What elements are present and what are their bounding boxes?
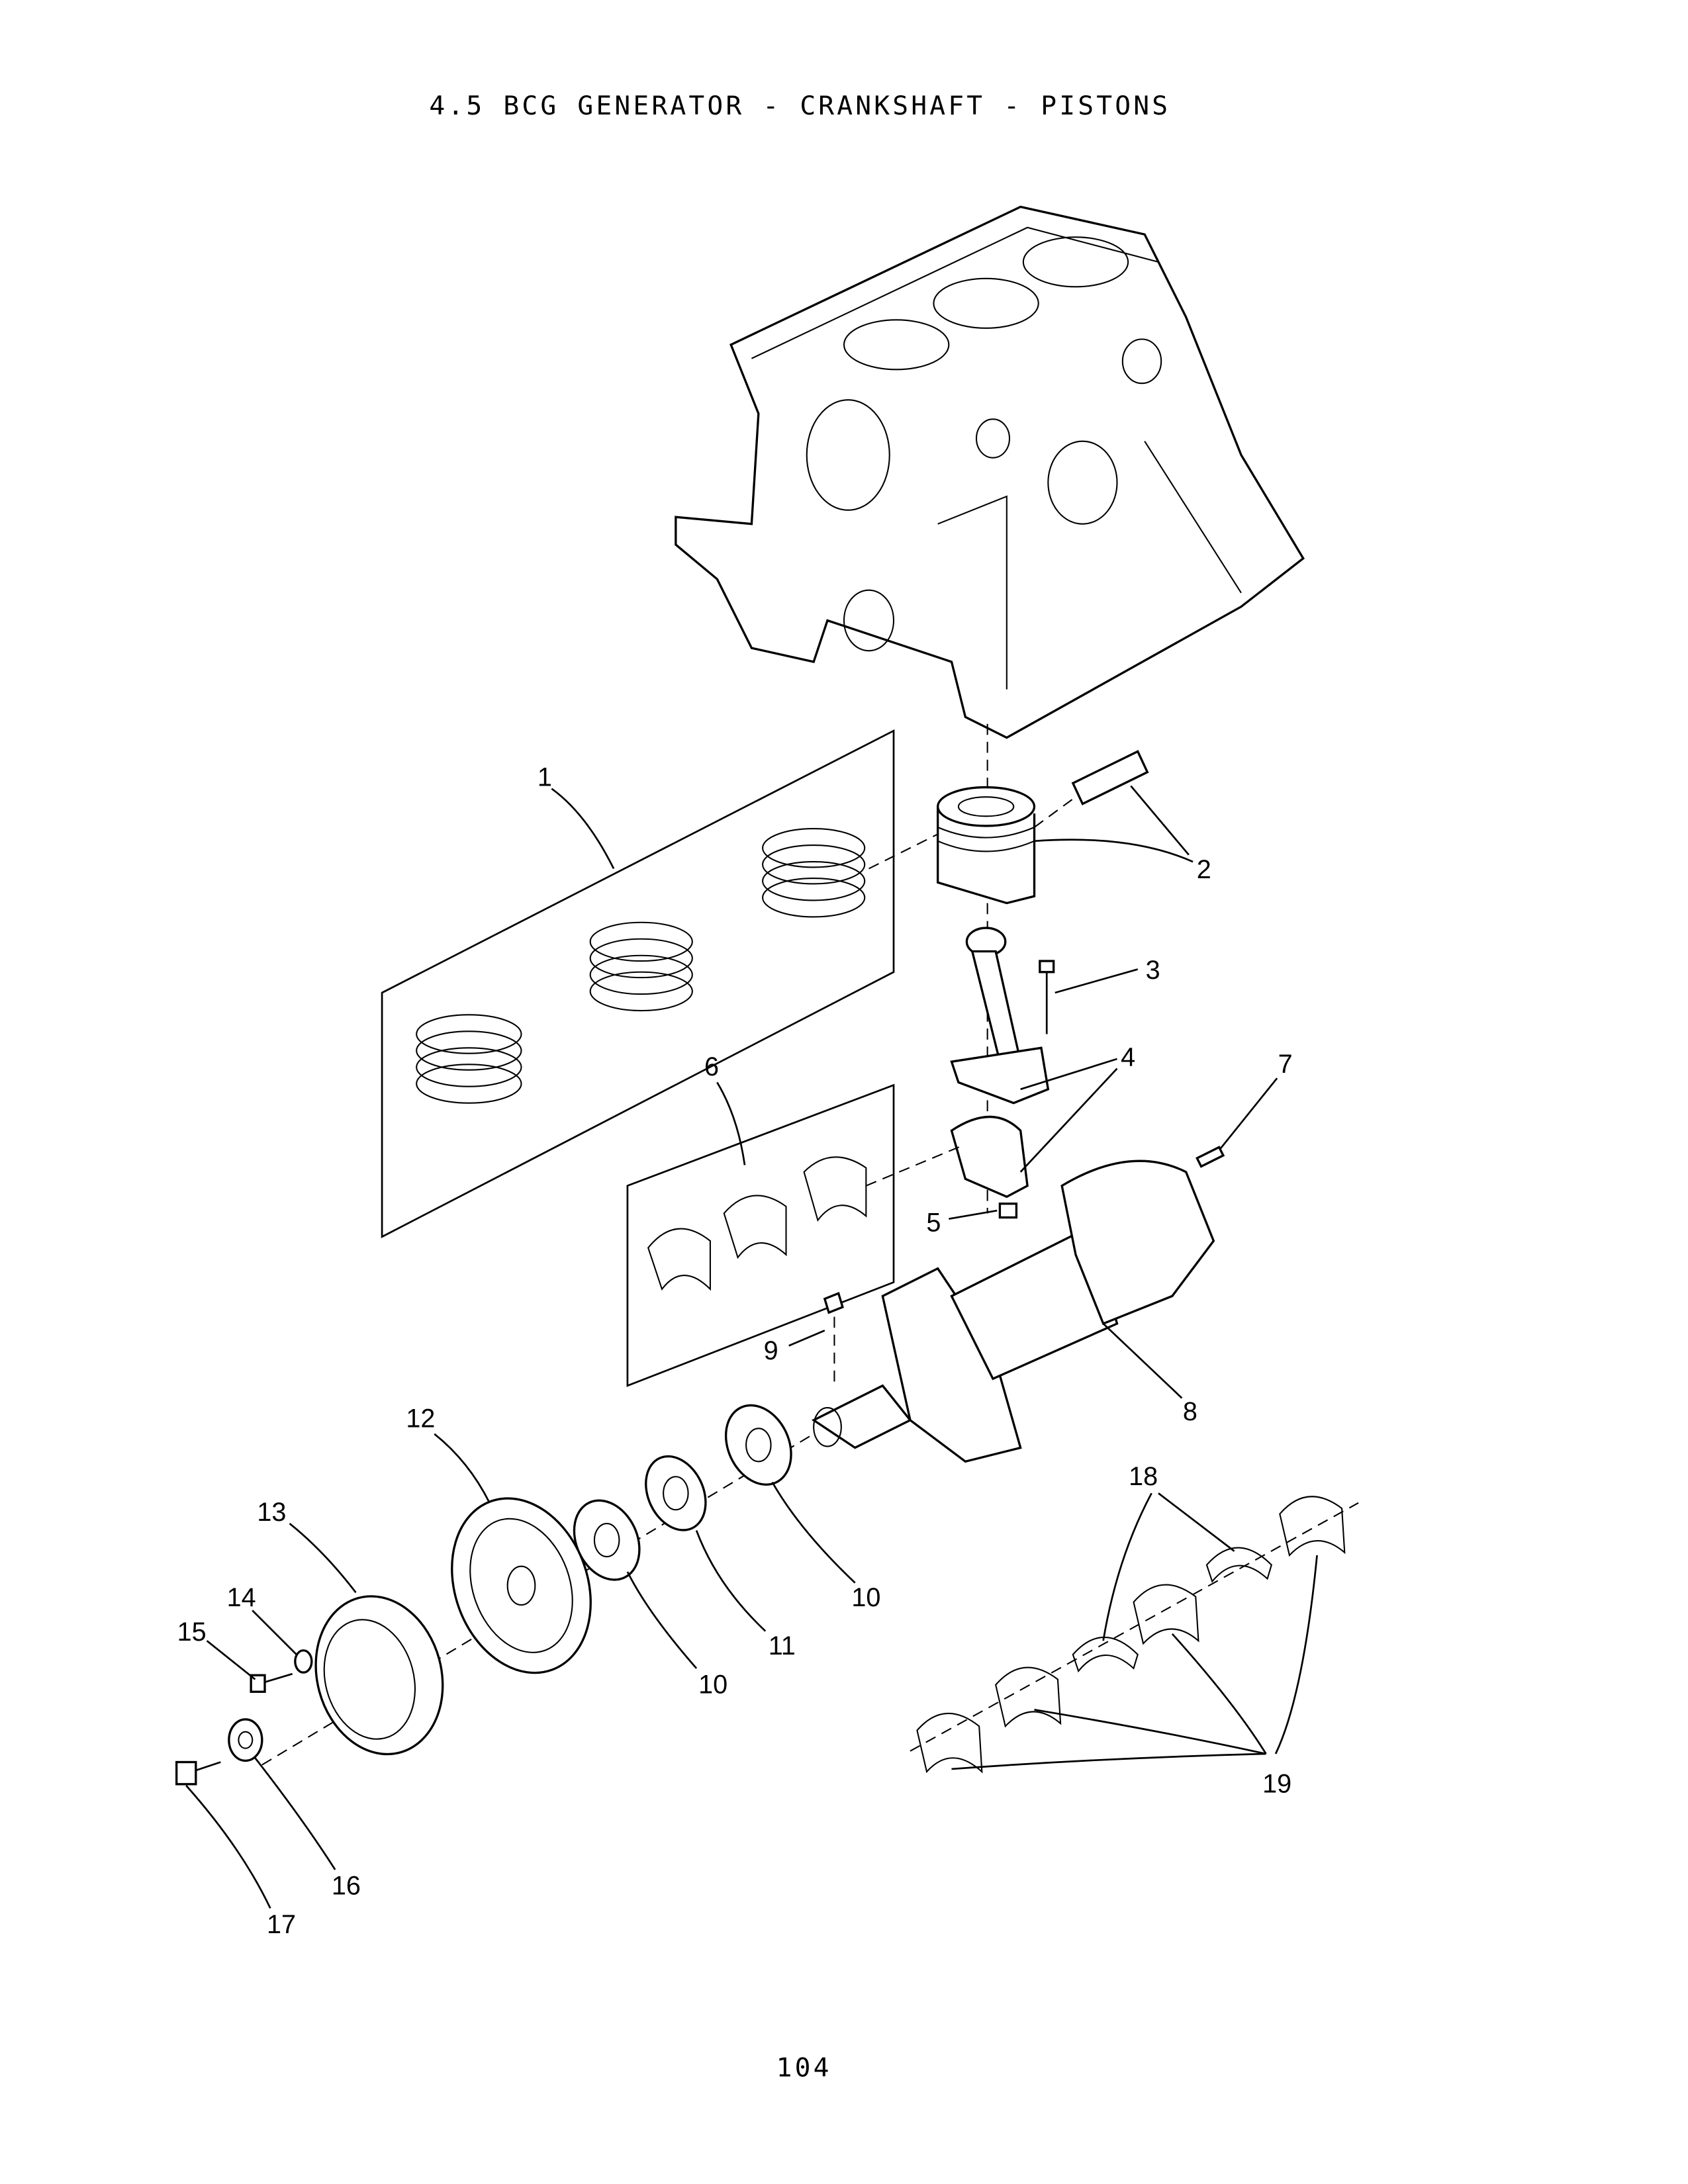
rod-nut xyxy=(998,1203,1018,1219)
rod-bolt xyxy=(1039,960,1055,1034)
damper-pulley xyxy=(314,1595,444,1756)
callout-5: 5 xyxy=(926,1208,941,1237)
callout-2: 2 xyxy=(1197,855,1211,884)
callout-12: 12 xyxy=(406,1404,435,1433)
main-bearings-box xyxy=(626,1083,895,1387)
thrust-bearing-halves xyxy=(1072,1547,1273,1673)
cylinder-block xyxy=(675,205,1305,739)
callout-4: 4 xyxy=(1121,1042,1135,1071)
callout-17: 17 xyxy=(267,1910,296,1939)
crankshaft xyxy=(811,1160,1215,1463)
thrust-washer-rear xyxy=(724,1404,792,1486)
callout-8: 8 xyxy=(1183,1397,1197,1426)
main-bearing-set xyxy=(916,1496,1346,1774)
callout-18: 18 xyxy=(1129,1462,1158,1491)
piston-rings-box xyxy=(381,729,895,1238)
bolt-15 xyxy=(250,1672,293,1693)
callout-10-front: 10 xyxy=(698,1670,727,1699)
crank-key xyxy=(823,1291,844,1314)
washer-14 xyxy=(294,1649,313,1674)
bearing-shells xyxy=(647,1156,867,1291)
callout-1: 1 xyxy=(538,763,552,792)
crank-gear xyxy=(645,1455,707,1531)
page-number: 104 xyxy=(776,2053,832,2083)
callout-13: 13 xyxy=(257,1498,286,1527)
callout-labels: 1 2 3 4 5 6 7 8 9 10 10 11 12 13 14 15 1… xyxy=(177,763,1293,1939)
washer-16 xyxy=(228,1718,263,1762)
piston-ring-sets xyxy=(416,828,866,1104)
callout-10-rear: 10 xyxy=(851,1583,880,1612)
piston-pin xyxy=(1071,750,1149,805)
piston xyxy=(937,786,1036,905)
connecting-rod xyxy=(950,927,1050,1199)
leader-lines xyxy=(185,785,1318,1909)
callout-15: 15 xyxy=(177,1617,207,1647)
callout-11: 11 xyxy=(769,1631,796,1661)
callout-7: 7 xyxy=(1278,1050,1293,1079)
callout-16: 16 xyxy=(332,1872,361,1901)
crank-pulley xyxy=(451,1497,592,1674)
bolt-17 xyxy=(175,1760,221,1786)
dowel-pin xyxy=(1196,1146,1225,1168)
callout-9: 9 xyxy=(764,1336,778,1365)
page-title: 4.5 BCG GENERATOR - CRANKSHAFT - PISTONS xyxy=(429,91,1170,121)
thrust-washer-front xyxy=(573,1499,641,1581)
callout-14: 14 xyxy=(227,1583,256,1612)
callout-6: 6 xyxy=(704,1052,719,1081)
callout-3: 3 xyxy=(1146,956,1160,985)
callout-19: 19 xyxy=(1262,1769,1291,1798)
